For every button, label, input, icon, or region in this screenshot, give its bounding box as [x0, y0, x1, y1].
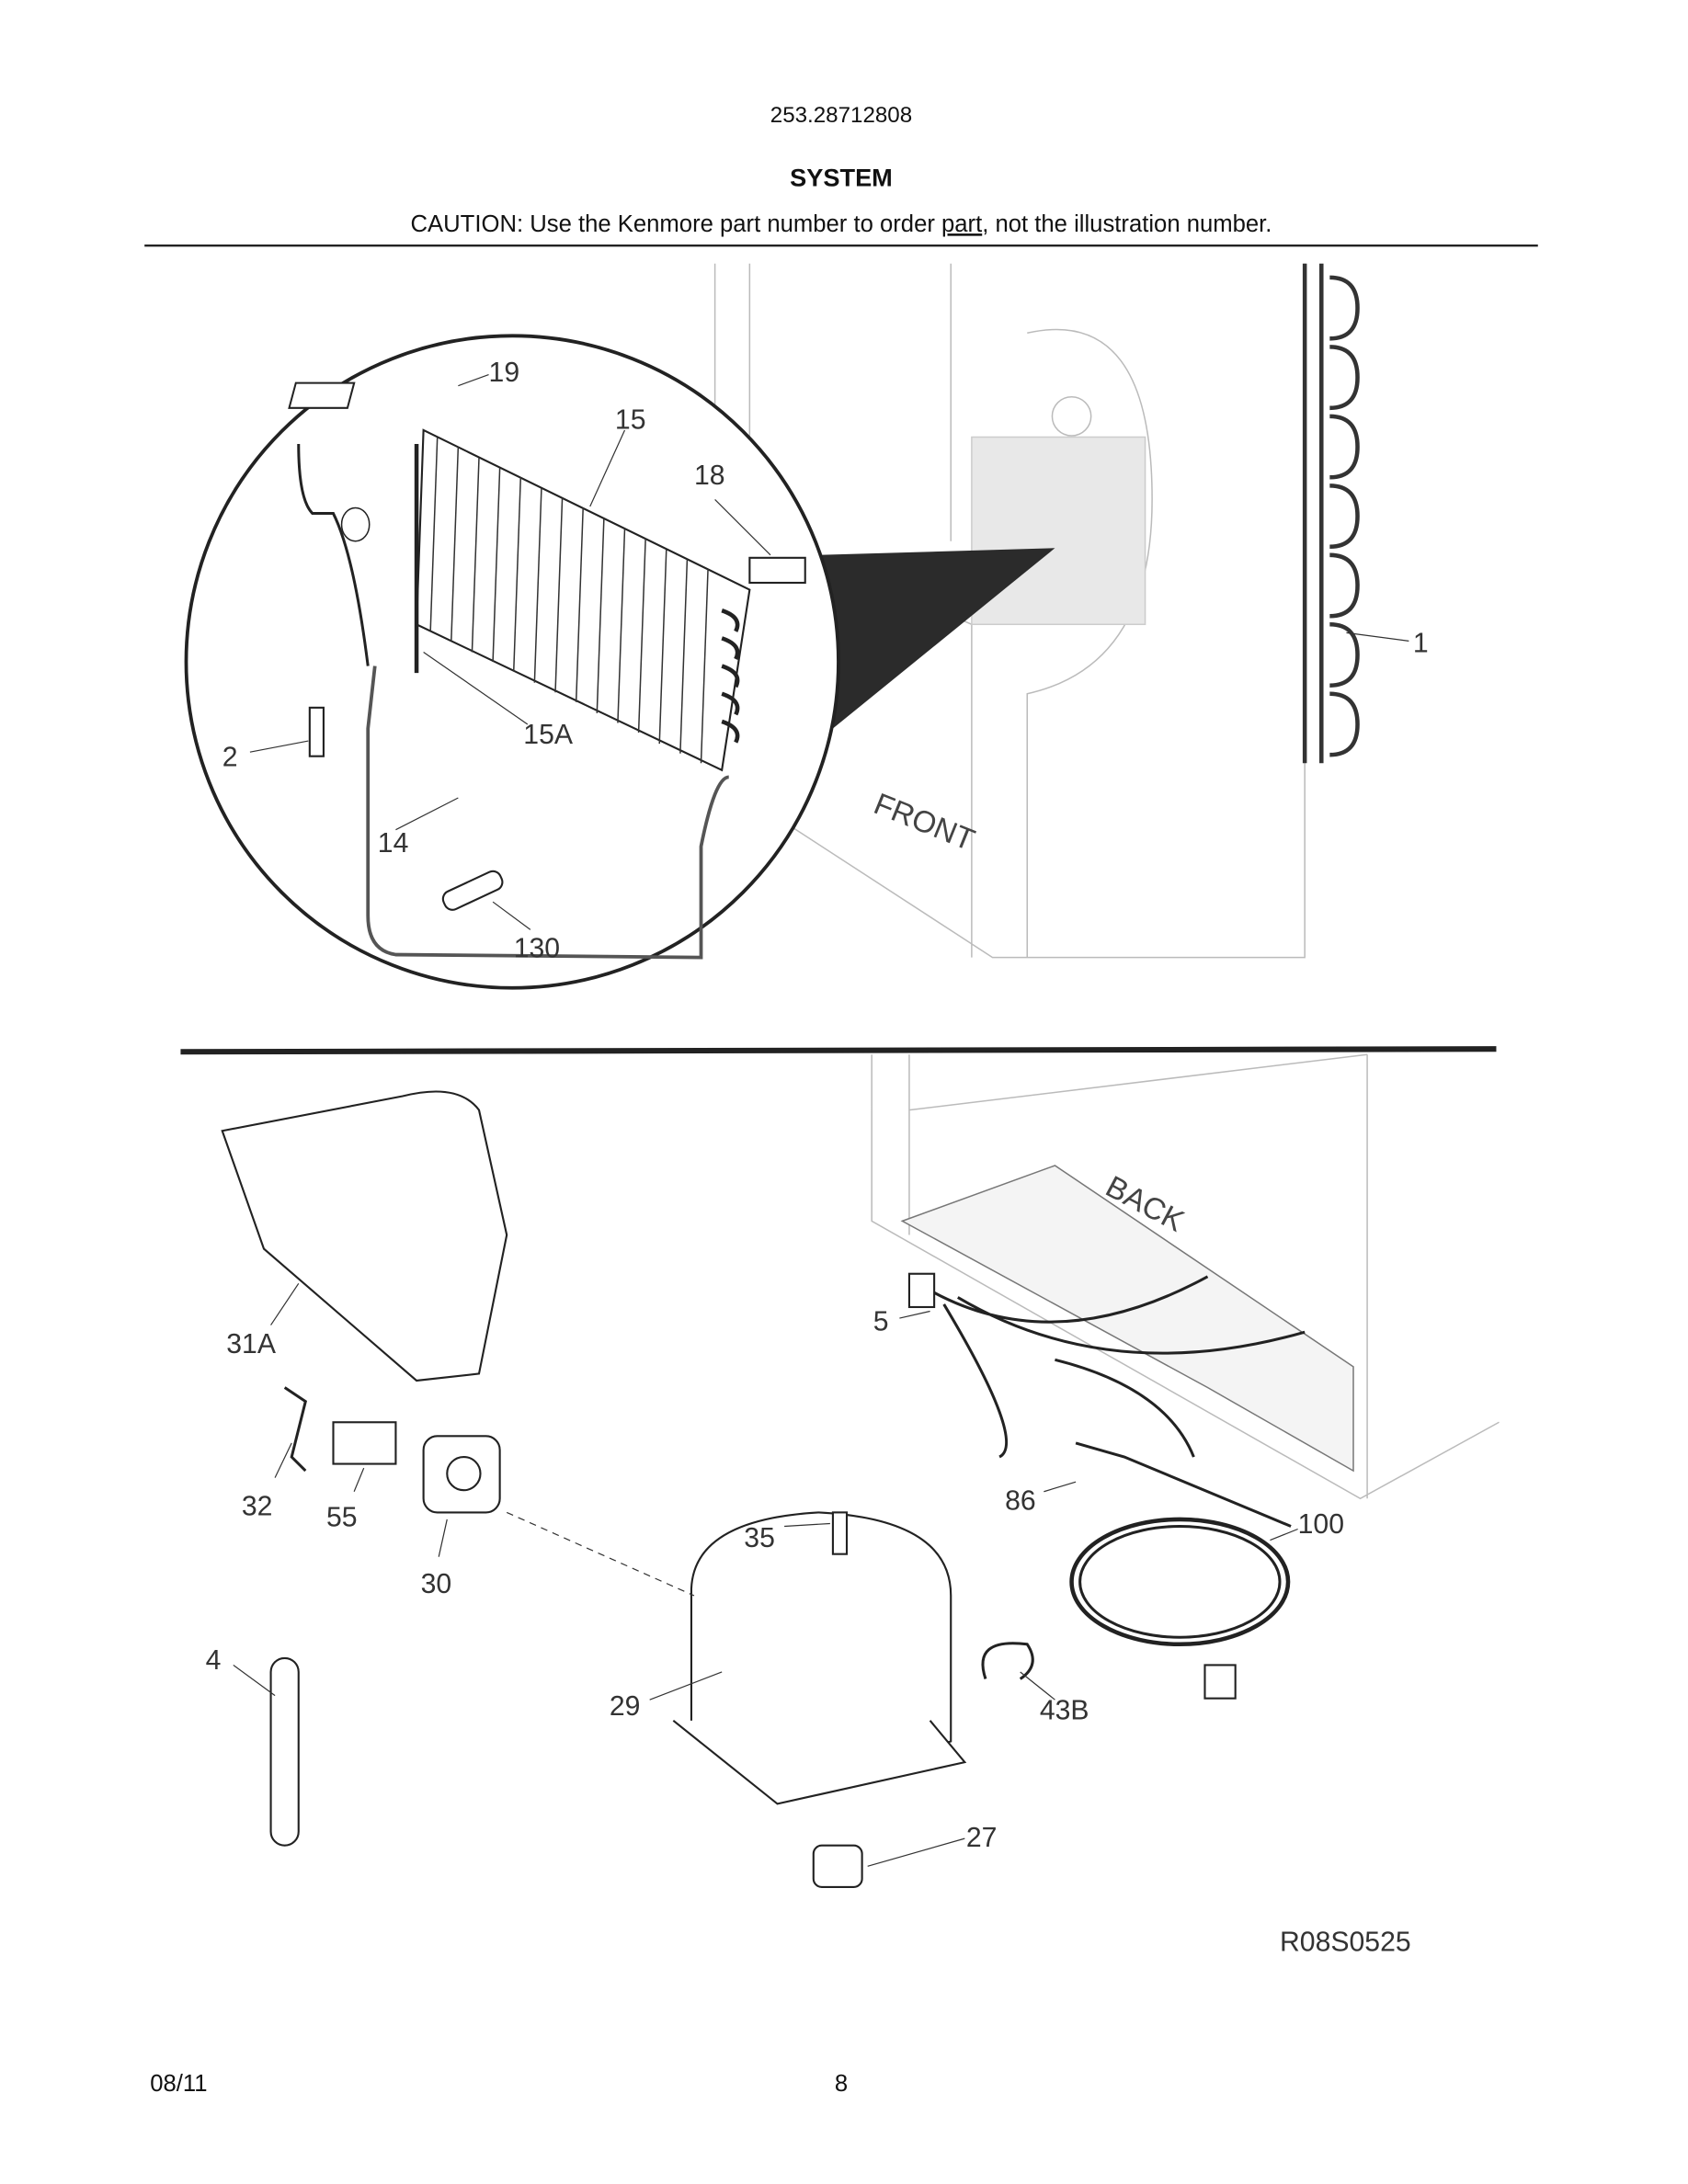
front-label: FRONT: [869, 787, 979, 858]
part-35: [831, 1511, 849, 1555]
callout-55: 55: [326, 1502, 358, 1532]
callout-32: 32: [242, 1491, 273, 1521]
callout-35: 35: [744, 1523, 775, 1553]
callout-14: 14: [378, 828, 409, 859]
callout-31a: 31A: [226, 1329, 277, 1359]
callouts: 19 15 18 1 2 15A 14 130 31A 5 32 55 30 8…: [206, 358, 1429, 1853]
part-19: [288, 381, 356, 409]
callout-15: 15: [615, 404, 646, 435]
callout-100: 100: [1298, 1509, 1344, 1540]
callout-30: 30: [421, 1569, 452, 1599]
part-18: [748, 556, 806, 585]
leader-lines-top: [249, 374, 771, 930]
model-number: 253.28712808: [770, 103, 912, 128]
part-2: [308, 706, 325, 757]
callout-4: 4: [206, 1645, 222, 1676]
footer-date: 08/11: [150, 2071, 207, 2097]
callout-29: 29: [610, 1691, 641, 1722]
caution-note: CAUTION: Use the Kenmore part number to …: [411, 211, 1272, 237]
callout-86: 86: [1005, 1485, 1036, 1516]
callout-5: 5: [873, 1307, 889, 1337]
callout-15a: 15A: [523, 720, 574, 750]
part-27: [812, 1844, 863, 1889]
callout-1: 1: [1413, 628, 1429, 658]
part-32: [283, 1386, 308, 1473]
part-31a-drain-pan: [221, 1090, 508, 1382]
part-100-power-cord: [1069, 1517, 1291, 1647]
part-55: [332, 1421, 397, 1465]
callout-27: 27: [966, 1823, 998, 1853]
callout-43b: 43B: [1040, 1695, 1089, 1725]
drawing-code: R08S0525: [1280, 1927, 1411, 1957]
condenser-part: [1302, 263, 1409, 764]
part-4: [269, 1656, 300, 1847]
page-number: 8: [835, 2071, 848, 2097]
part-43b: [981, 1642, 1034, 1680]
section-divider: [180, 1046, 1497, 1055]
section-title: SYSTEM: [790, 163, 893, 191]
callout-19: 19: [489, 358, 520, 388]
callout-18: 18: [694, 461, 725, 491]
leader-lines-bottom: [233, 1282, 1298, 1867]
callout-2: 2: [222, 742, 238, 772]
cabinet-back-view: BACK: [871, 1053, 1500, 1500]
evaporator-part: [297, 428, 751, 960]
part-130: [441, 870, 504, 911]
callout-130: 130: [514, 934, 560, 964]
